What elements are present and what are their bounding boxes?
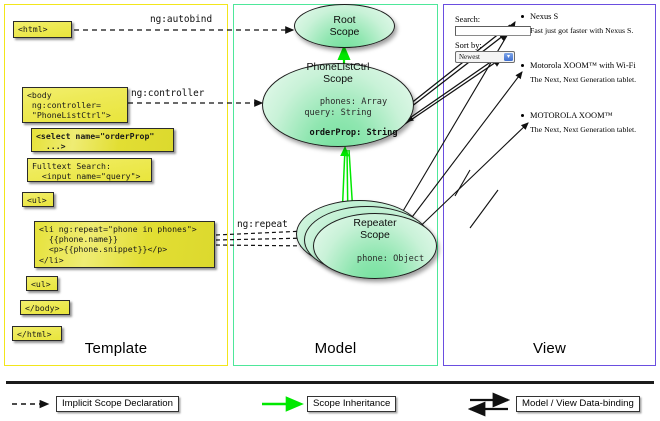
code-box-body-open[interactable]: <body ng:controller= "PhoneListCtrl">: [22, 87, 128, 123]
code-box-fulltext-search[interactable]: Fulltext Search: <input name="query">: [27, 158, 152, 182]
sort-by-select[interactable]: Newest ▾: [455, 51, 515, 63]
bullet-icon: [521, 15, 524, 18]
legend-label-model-view-data-binding: Model / View Data-binding: [516, 396, 640, 412]
edge-label-autobind: ng:autobind: [150, 14, 213, 25]
phone-snippet: The Next, Next Generation tablet.: [530, 75, 637, 84]
search-input[interactable]: [455, 26, 531, 36]
legend-divider: [6, 381, 654, 384]
phone-name: Nexus S: [530, 12, 559, 21]
view-search-label: Search:: [455, 15, 481, 24]
code-box-html-open[interactable]: <html>: [13, 21, 72, 38]
code-box-ul-close[interactable]: <ul>: [26, 276, 58, 291]
phone-list-item[interactable]: Motorola XOOM™ with Wi-Fi The Next, Next…: [521, 61, 637, 84]
edge-label-repeat: ng:repeat: [237, 219, 288, 230]
scope-phonelistctrl-title-1: PhoneListCtrl: [306, 60, 370, 73]
scope-root[interactable]: Root Scope: [294, 4, 395, 48]
bullet-icon: [521, 114, 524, 117]
scope-repeater-title-1: Repeater: [353, 217, 397, 230]
scope-repeater[interactable]: Repeater Scope phone: Object: [313, 213, 437, 279]
phone-name: Motorola XOOM™ with Wi-Fi: [530, 61, 636, 70]
bullet-icon: [521, 64, 524, 67]
scope-phonelistctrl-props-plain: phones: Array query: String: [304, 97, 388, 118]
panel-label-template: Template: [84, 340, 148, 357]
scope-root-title-1: Root: [333, 14, 356, 26]
view-sort-label: Sort by:: [455, 41, 482, 50]
phone-snippet: Fast just got faster with Nexus S.: [530, 26, 634, 35]
edge-label-controller: ng:controller: [131, 88, 205, 99]
sort-by-selected-value: Newest: [459, 53, 480, 61]
code-box-html-close[interactable]: </html>: [12, 326, 62, 341]
legend-label-implicit-scope-declaration: Implicit Scope Declaration: [56, 396, 179, 412]
code-box-select-orderprop[interactable]: <select name="orderProp" ...>: [31, 128, 174, 152]
scope-phonelistctrl[interactable]: PhoneListCtrl Scope phones: Array query:…: [262, 60, 414, 147]
code-box-ul-open[interactable]: <ul>: [22, 192, 54, 207]
code-box-li-repeat[interactable]: <li ng:repeat="phone in phones"> {{phone…: [34, 221, 215, 268]
panel-model: [233, 4, 438, 366]
code-box-body-close[interactable]: </body>: [20, 300, 70, 315]
phone-snippet: The Next, Next Generation tablet.: [530, 125, 637, 134]
phone-list-item[interactable]: MOTOROLA XOOM™ The Next, Next Generation…: [521, 111, 637, 134]
phone-list-item[interactable]: Nexus S Fast just got faster with Nexus …: [521, 12, 634, 35]
scope-repeater-title-2: Scope: [360, 229, 390, 242]
phone-name: MOTOROLA XOOM™: [530, 111, 613, 120]
scope-phonelistctrl-props-bold: orderProp: String: [309, 128, 398, 139]
chevron-down-icon[interactable]: ▾: [504, 53, 513, 61]
panel-label-view: View: [532, 340, 567, 357]
panel-label-model: Model: [314, 340, 357, 357]
scope-phonelistctrl-title-2: Scope: [323, 72, 353, 85]
scope-root-title-2: Scope: [329, 26, 360, 38]
legend-label-scope-inheritance: Scope Inheritance: [307, 396, 397, 412]
scope-repeater-props: phone: Object: [356, 253, 425, 264]
